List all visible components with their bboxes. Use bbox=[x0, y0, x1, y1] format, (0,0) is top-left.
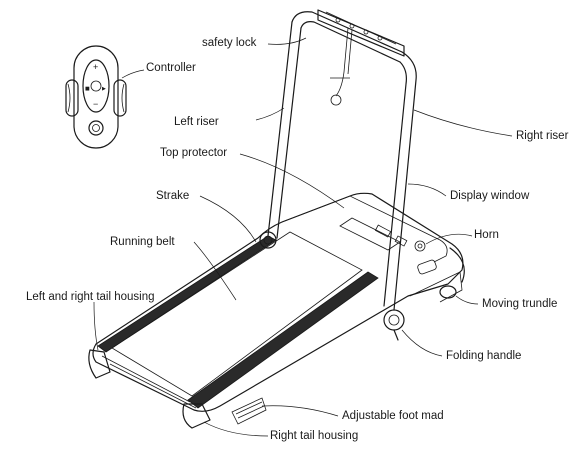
label-controller: Controller bbox=[146, 62, 196, 74]
label-strake: Strake bbox=[156, 190, 190, 202]
leader-left-right-tail-housing bbox=[93, 301, 99, 351]
leader-display-window bbox=[407, 183, 447, 197]
leader-adjustable-foot-mad bbox=[261, 405, 339, 417]
leader-running-belt bbox=[193, 241, 237, 301]
leader-right-riser bbox=[413, 109, 513, 137]
leader-left-riser bbox=[255, 107, 285, 121]
label-left-riser: Left riser bbox=[174, 116, 219, 128]
label-left-right-tail-housing: Left and right tail housing bbox=[26, 291, 155, 303]
label-moving-trundle: Moving trundle bbox=[482, 298, 558, 310]
leader-strake bbox=[199, 195, 257, 243]
controller-remote: + − ■ ▶ bbox=[65, 45, 127, 149]
treadmill-deck bbox=[88, 192, 465, 429]
leader-top-protector bbox=[239, 153, 345, 209]
handlebar-frame bbox=[267, 9, 417, 311]
controller-stop-glyph: ■ bbox=[85, 86, 90, 92]
leader-controller bbox=[121, 69, 145, 79]
label-display-window: Display window bbox=[450, 190, 530, 202]
leader-moving-trundle bbox=[455, 295, 479, 305]
leader-horn bbox=[425, 233, 473, 245]
label-right-tail-housing: Right tail housing bbox=[270, 430, 359, 442]
leader-lines bbox=[93, 37, 513, 437]
label-adjustable-foot-mad: Adjustable foot mad bbox=[342, 410, 444, 422]
controller-minus-glyph: − bbox=[93, 99, 98, 109]
leader-safety-lock bbox=[267, 37, 307, 45]
leader-folding-handle bbox=[401, 329, 443, 357]
label-folding-handle: Folding handle bbox=[446, 350, 522, 362]
label-horn: Horn bbox=[474, 229, 499, 241]
leader-right-tail-housing bbox=[203, 421, 269, 437]
controller-plus-glyph: + bbox=[93, 62, 98, 72]
label-running-belt: Running belt bbox=[110, 236, 175, 248]
label-right-riser: Right riser bbox=[516, 130, 569, 142]
controller-play-glyph: ▶ bbox=[102, 86, 106, 92]
label-top-protector: Top protector bbox=[160, 147, 228, 159]
label-safety-lock: safety lock bbox=[202, 37, 257, 49]
